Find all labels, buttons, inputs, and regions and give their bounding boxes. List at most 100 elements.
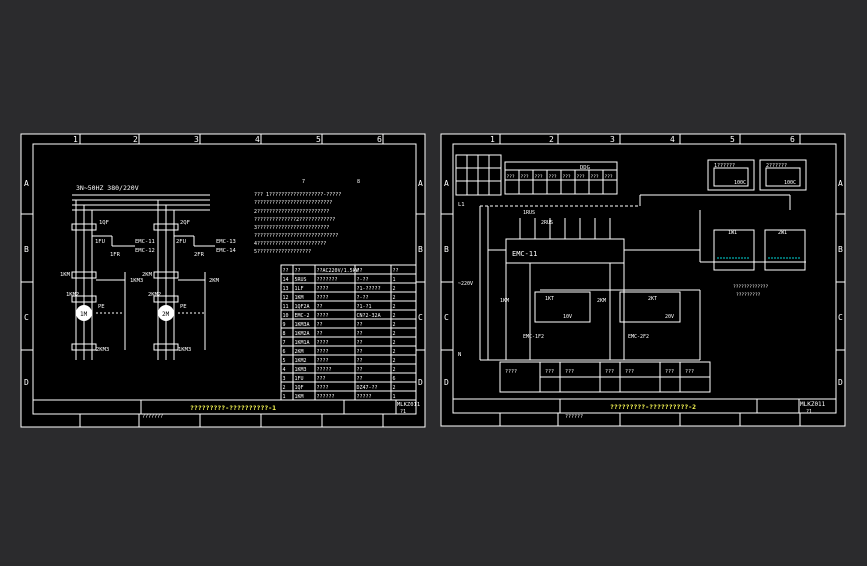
terminal-cell: ???: [685, 369, 694, 375]
power-bus: 3N~50HZ 380/220V: [72, 184, 210, 211]
terminal-cell: ???: [565, 369, 574, 375]
sheet-2-col-ticks: [441, 134, 845, 426]
fr1-label: 1FR: [110, 252, 121, 258]
motor-circuit-1[interactable]: 1QF 1FU 1FR 1KM 1KM2 1KM3 1M PE 2KM3 EMC…: [60, 200, 155, 360]
fr2-label: 2FR: [194, 252, 205, 258]
table-cell: ?????: [357, 394, 372, 400]
km12-label: 1KM2: [66, 292, 79, 298]
sheet-1-no: ?1: [400, 409, 406, 415]
terminal-cell: ????: [505, 369, 517, 375]
box-2-val: 100C: [784, 180, 796, 186]
table-cell: ??: [357, 376, 363, 382]
note-5: 3????????????????????????: [254, 225, 329, 231]
col-mark-7: 7: [302, 179, 305, 185]
sheet-1-row-b-r: B: [418, 245, 423, 254]
emc14-label: EMC-14: [216, 248, 237, 254]
table-cell: 12: [283, 295, 289, 301]
table-cell: ????: [317, 385, 329, 391]
table-cell: 4: [283, 367, 286, 373]
terminal-cell: ???: [665, 369, 674, 375]
motor-circuit-2[interactable]: 2QF 2FU 2FR 2KM 2KM2 2KM 2M PE 1KM3 EMC-…: [142, 200, 237, 360]
table-cell: 1FU: [295, 376, 304, 382]
t1-label: 1KT: [545, 296, 554, 302]
sheet-2-row-d-r: D: [838, 378, 843, 387]
table-cell: ????: [317, 358, 329, 364]
table-header-cell: ??: [393, 268, 399, 274]
km2b-label: 2KM: [209, 278, 220, 284]
ddg-cell: ???: [549, 174, 557, 180]
control-circuit[interactable]: L1 N ~220V EMC-11 EMC-1F2 EMC-2F2 1RUS 2…: [458, 194, 806, 361]
terminal-cell: ???: [545, 369, 554, 375]
qf2-label: 2QF: [180, 220, 190, 226]
n-label: N: [458, 352, 461, 358]
table-cell: ??: [317, 322, 323, 328]
table-cell: ??: [357, 331, 363, 337]
table-cell: ????: [317, 349, 329, 355]
table-cell: 1: [393, 394, 396, 400]
sheet-1-row-a: A: [24, 179, 29, 188]
sheet-2-row-a: A: [444, 179, 449, 188]
table-cell: ?????: [317, 367, 332, 373]
sensor-note: ?????????????: [733, 284, 769, 290]
ddg-table: DDG ????????????????????????: [504, 161, 618, 195]
emc11-label: EMC-11: [135, 239, 155, 245]
table-cell: 1KM: [295, 394, 304, 400]
sheet-2[interactable]: 1 2 3 4 5 6 A B C D A B C D: [440, 133, 846, 427]
top-left-table: [455, 154, 502, 196]
sheet-1-row-d-r: D: [418, 378, 423, 387]
table-cell: 1KM2A: [295, 331, 310, 337]
table-cell: 1QF2A: [295, 304, 310, 310]
table-cell: 7: [283, 340, 286, 346]
sheet-1[interactable]: 1 2 3 4 5 6 A B C D A B C D 3N~50HZ 380/…: [20, 133, 426, 428]
table-cell: 9: [283, 322, 286, 328]
sheet-1-col-6: 6: [377, 135, 382, 144]
note-2: ??????????????????????????: [254, 200, 332, 206]
terminal-block[interactable]: ??????????????????????: [499, 361, 711, 393]
table-cell: ??: [357, 358, 363, 364]
ddg-header: DDG: [580, 165, 590, 171]
title-block-1[interactable]: ?????????-??????????-1 MLKZ011 ?1 ??????…: [32, 399, 420, 420]
table-cell: EMC-2: [295, 313, 310, 319]
ac-label: ~220V: [458, 281, 473, 287]
sensor-boxes[interactable]: 1?????? 2?????? 100C 100C 1W1 2W1 ??????…: [707, 159, 807, 298]
kt2-label: 2KM: [597, 298, 606, 304]
table-cell: 8: [283, 331, 286, 337]
sheet-2-col-4: 4: [670, 135, 675, 144]
table-cell: ???: [317, 376, 326, 382]
km1-label: 1KM: [60, 272, 71, 278]
emc2-label: EMC-1F2: [523, 334, 544, 340]
note-7: 4???????????????????????: [254, 241, 326, 247]
emc1-label: EMC-11: [512, 250, 537, 258]
sensor-note-2: ?????????: [736, 292, 761, 298]
km22-label: 2KM2: [148, 292, 161, 298]
col-mark-8: 8: [357, 179, 360, 185]
sheet-1-row-a-r: A: [418, 179, 423, 188]
table-cell: 1KM3A: [295, 322, 310, 328]
box-1-val: 100C: [734, 180, 746, 186]
table-header-cell: ??: [357, 268, 363, 274]
table-cell: ?-??: [357, 295, 369, 301]
table-cell: 2: [393, 304, 396, 310]
sheet-1-col-4: 4: [255, 135, 260, 144]
sheet-1-row-b: B: [24, 245, 29, 254]
box-1-label: 1??????: [714, 163, 735, 169]
title-block-2[interactable]: ?????????-??????????-2 MLKZ011 ?1 ??????: [452, 398, 837, 420]
sheet-2-col-6: 6: [790, 135, 795, 144]
terminal-cell: ???: [625, 369, 634, 375]
sheet-2-footer: ??????: [565, 414, 583, 420]
table-header-cell: ??AC220V/1.5kW: [317, 268, 360, 274]
km2-label: 2KM: [142, 272, 153, 278]
km3b-label: 1KM3: [178, 347, 191, 353]
ddg-cell: ???: [521, 174, 529, 180]
table-cell: ??: [357, 340, 363, 346]
table-cell: ?1-?????: [357, 286, 381, 292]
sheet-2-row-c-r: C: [838, 313, 843, 322]
sheet-2-row-b: B: [444, 245, 449, 254]
table-cell: 1KM2: [295, 358, 307, 364]
table-cell: ??????: [317, 394, 335, 400]
sheet-2-col-1: 1: [490, 135, 495, 144]
table-cell: 11: [283, 304, 289, 310]
table-cell: 2: [393, 295, 396, 301]
